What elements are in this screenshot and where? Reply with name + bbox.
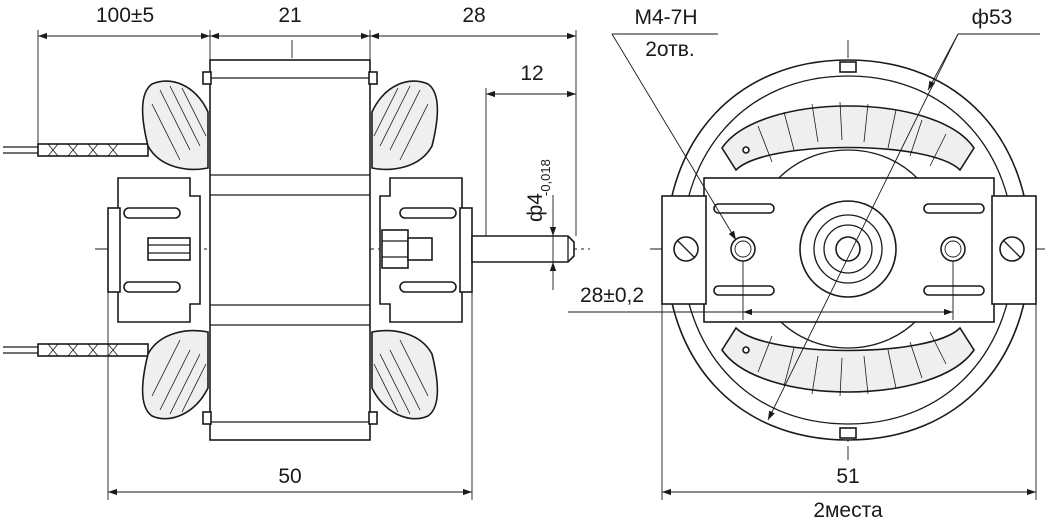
motor-shaft (471, 235, 575, 263)
lead-wire-top (3, 143, 149, 157)
lead-wire-bottom (3, 343, 149, 357)
dim-shaft-tol: -0,018 (538, 159, 553, 196)
coil-top-left (141, 80, 209, 171)
dim-shaft-dia: ф4 (524, 193, 547, 222)
bracket-left (107, 177, 201, 323)
thread-callout: M4-7H (634, 6, 697, 29)
coil-bottom-right (371, 329, 439, 420)
thread-count: 2отв. (645, 38, 695, 61)
front-view: M4-7H 2отв. ф53 28±0,2 51 2места (568, 6, 1045, 522)
dim-lead-length: 100±5 (96, 4, 154, 27)
dim-width-note: 2места (813, 499, 883, 522)
shaft-end (835, 236, 861, 262)
front-coil-top (721, 105, 975, 172)
dim-hole-spacing: 28±0,2 (580, 284, 644, 307)
dim-shaft-projection: 28 (462, 4, 485, 27)
bracket-right (379, 177, 473, 323)
coil-bottom-left (141, 329, 209, 420)
dim-outer-dia: ф53 (972, 6, 1013, 29)
dim-overall-length: 50 (278, 465, 301, 488)
dim-stack-width: 21 (278, 4, 301, 27)
stator-stack (209, 59, 371, 441)
front-coil-bottom (721, 326, 975, 393)
side-view: 100±5 21 28 12 ф4 -0,018 50 (3, 4, 590, 500)
coil-top-right (371, 80, 439, 171)
dim-shaft-end: 12 (520, 62, 543, 85)
dim-overall-width: 51 (836, 465, 859, 488)
